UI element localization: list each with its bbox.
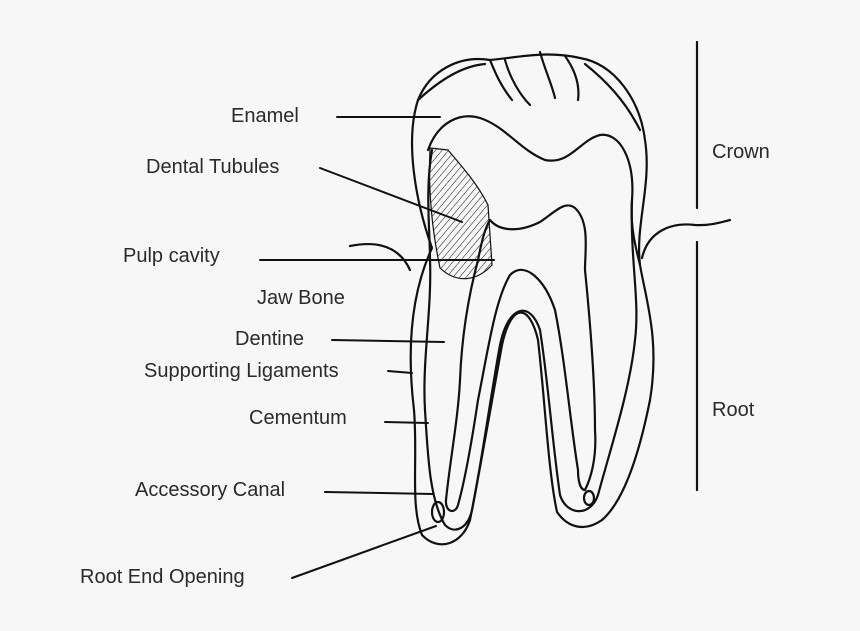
label-crown: Crown <box>712 141 770 163</box>
accessory-canal-leader <box>324 491 434 495</box>
label-dentine: Dentine <box>235 328 304 350</box>
dental-tubules-leader <box>319 167 463 223</box>
crown-cusps <box>416 50 642 132</box>
root-end-opening-left <box>430 500 446 524</box>
supporting-ligaments-leader <box>387 370 413 374</box>
jaw-bone-line-right <box>640 218 732 260</box>
tooth-outline <box>409 53 655 546</box>
label-supporting-ligaments: Supporting Ligaments <box>144 360 339 382</box>
jaw-bone-line-left <box>348 242 412 272</box>
dental-tubules-hatch <box>428 147 493 280</box>
label-pulp-cavity: Pulp cavity <box>123 245 220 267</box>
label-cementum: Cementum <box>249 407 347 429</box>
label-jaw-bone: Jaw Bone <box>257 287 345 309</box>
pulp-cavity <box>444 204 597 513</box>
label-root: Root <box>712 399 755 421</box>
cementum-leader <box>384 421 429 424</box>
dentine-leader <box>331 339 445 343</box>
label-dental-tubules: Dental Tubules <box>146 156 280 178</box>
dentine-outline <box>423 148 638 531</box>
label-accessory-canal: Accessory Canal <box>135 479 286 501</box>
root-end-opening-leader <box>291 525 437 579</box>
label-root-end-opening: Root End Opening <box>80 566 245 588</box>
root-end-opening-right <box>582 489 596 507</box>
label-enamel: Enamel <box>231 105 299 127</box>
